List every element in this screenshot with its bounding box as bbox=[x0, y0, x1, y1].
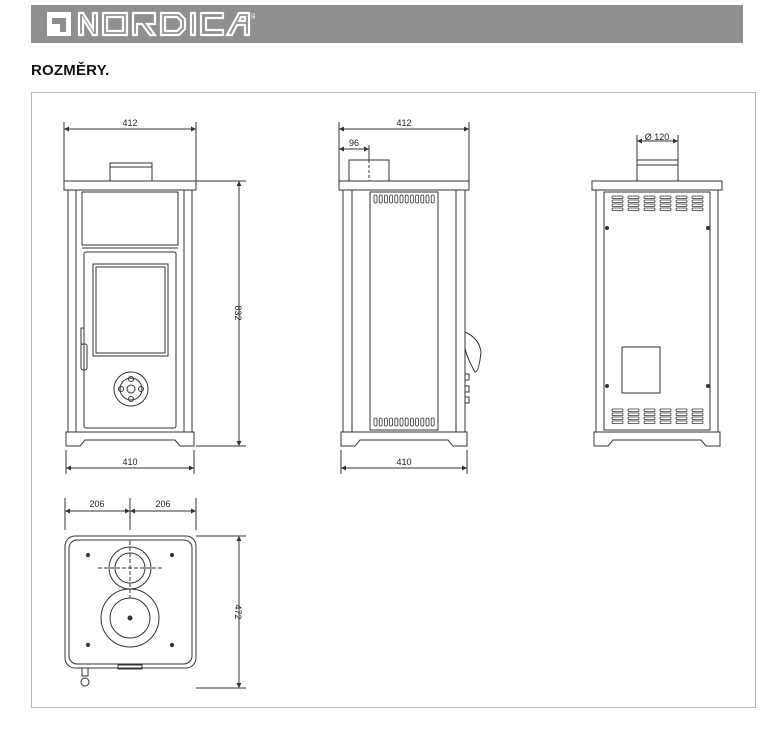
vent-slot bbox=[399, 194, 404, 204]
vent-slot bbox=[659, 408, 672, 412]
vent-slot bbox=[425, 417, 430, 427]
front-height-label: 832 bbox=[233, 305, 243, 320]
vent-slot bbox=[611, 203, 624, 207]
vent-slot bbox=[675, 199, 688, 203]
vent-slot bbox=[415, 194, 420, 204]
vent-slot bbox=[627, 207, 640, 211]
vent-slot bbox=[675, 207, 688, 211]
vent-slot bbox=[404, 194, 409, 204]
vent-slot bbox=[430, 194, 435, 204]
vent-slot bbox=[627, 416, 640, 420]
vent-slot bbox=[611, 195, 624, 199]
vent-slot bbox=[420, 417, 425, 427]
vent-slot bbox=[627, 199, 640, 203]
back-view bbox=[591, 135, 723, 447]
vent-slot bbox=[691, 416, 704, 420]
top-half-right-label: 206 bbox=[155, 499, 170, 509]
vent-slot bbox=[611, 412, 624, 416]
vent-slot bbox=[389, 417, 394, 427]
vent-slot bbox=[675, 203, 688, 207]
back-vent-slots bbox=[611, 195, 704, 424]
vent-slot bbox=[627, 195, 640, 199]
top-half-left-label: 206 bbox=[89, 499, 104, 509]
vent-slot bbox=[643, 416, 656, 420]
vent-slot bbox=[627, 420, 640, 424]
vent-slot bbox=[659, 195, 672, 199]
vent-slot bbox=[659, 199, 672, 203]
vent-slot bbox=[659, 203, 672, 207]
vent-slot bbox=[659, 420, 672, 424]
vent-slot bbox=[643, 420, 656, 424]
vent-slot bbox=[675, 408, 688, 412]
vent-slot bbox=[691, 412, 704, 416]
vent-slot bbox=[611, 199, 624, 203]
vent-slot bbox=[394, 194, 399, 204]
vent-slot bbox=[691, 420, 704, 424]
vent-slot bbox=[627, 203, 640, 207]
vent-slot bbox=[415, 417, 420, 427]
side-flue-offset-label: 96 bbox=[349, 138, 359, 148]
vent-slot bbox=[378, 417, 383, 427]
vent-slot bbox=[627, 408, 640, 412]
front-width-bottom-label: 410 bbox=[122, 457, 137, 467]
top-view bbox=[64, 498, 246, 689]
side-view bbox=[338, 122, 482, 474]
vent-slot bbox=[383, 194, 388, 204]
vent-slot bbox=[643, 412, 656, 416]
vent-slot bbox=[378, 194, 383, 204]
vent-slot bbox=[659, 207, 672, 211]
vent-slot bbox=[675, 412, 688, 416]
vent-slot bbox=[675, 416, 688, 420]
vent-slot bbox=[611, 416, 624, 420]
vent-slot bbox=[404, 417, 409, 427]
vent-slot bbox=[659, 416, 672, 420]
vent-slot bbox=[383, 417, 388, 427]
vent-slot bbox=[691, 199, 704, 203]
vent-slot bbox=[691, 203, 704, 207]
side-width-top-label: 412 bbox=[396, 118, 411, 128]
vent-slot bbox=[643, 207, 656, 211]
vent-slot bbox=[611, 420, 624, 424]
vent-slot bbox=[399, 417, 404, 427]
vent-slot bbox=[675, 420, 688, 424]
nordica-logo: ® bbox=[47, 11, 255, 37]
front-view bbox=[63, 122, 246, 474]
brand-header-bar: ® bbox=[31, 5, 743, 43]
vent-slot bbox=[691, 195, 704, 199]
vent-slot bbox=[659, 412, 672, 416]
vent-slot bbox=[394, 417, 399, 427]
top-depth-label: 472 bbox=[233, 604, 243, 619]
vent-slot bbox=[409, 194, 414, 204]
vent-slot bbox=[643, 195, 656, 199]
vent-slot bbox=[691, 408, 704, 412]
front-width-top-label: 412 bbox=[122, 118, 137, 128]
registered-mark: ® bbox=[251, 12, 255, 21]
side-vent-slots bbox=[373, 194, 435, 427]
vent-slot bbox=[643, 199, 656, 203]
vent-slot bbox=[643, 408, 656, 412]
vent-slot bbox=[373, 417, 378, 427]
vent-slot bbox=[425, 194, 430, 204]
section-title: ROZMĚRY. bbox=[31, 62, 110, 79]
vent-slot bbox=[373, 194, 378, 204]
vent-slot bbox=[643, 203, 656, 207]
vent-slot bbox=[611, 207, 624, 211]
drawing-frame bbox=[31, 92, 756, 708]
vent-slot bbox=[675, 195, 688, 199]
back-flue-diameter-label: Ø 120 bbox=[645, 132, 670, 142]
vent-slot bbox=[430, 417, 435, 427]
vent-slot bbox=[627, 412, 640, 416]
vent-slot bbox=[409, 417, 414, 427]
vent-slot bbox=[389, 194, 394, 204]
vent-slot bbox=[691, 207, 704, 211]
vent-slot bbox=[611, 408, 624, 412]
vent-slot bbox=[420, 194, 425, 204]
side-width-bottom-label: 410 bbox=[396, 457, 411, 467]
